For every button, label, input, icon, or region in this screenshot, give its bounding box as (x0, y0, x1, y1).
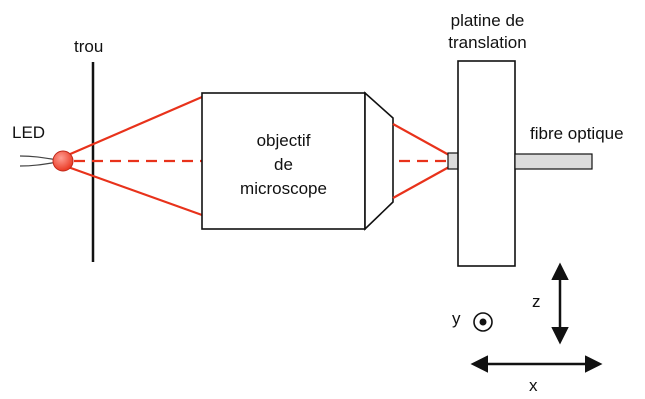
stage-label: platine de translation (425, 10, 550, 54)
optical-fiber (514, 153, 593, 170)
objective-label: objectif de microscope (202, 129, 365, 201)
objective-label-line1: objectif (256, 131, 311, 150)
light-beam-left (67, 95, 203, 217)
y-axis-label: y (452, 309, 461, 328)
light-beam-right (392, 123, 450, 199)
pinhole-label: trou (74, 37, 104, 56)
x-axis-label: x (529, 376, 538, 395)
objective-body (201, 92, 366, 230)
objective-tip (364, 91, 394, 231)
objective-label-line3: microscope (240, 179, 327, 198)
objective-label-line2: de (274, 155, 293, 174)
stage-label-line1: platine de (450, 11, 525, 30)
led-wires (19, 155, 59, 167)
led-bulb (52, 150, 74, 172)
fiber-label: fibre optique (530, 124, 624, 143)
y-axis-dot (479, 318, 487, 326)
translation-stage (457, 60, 516, 267)
led-label: LED (12, 123, 46, 142)
z-axis-label: z (532, 292, 541, 311)
stage-label-line2: translation (448, 33, 527, 52)
